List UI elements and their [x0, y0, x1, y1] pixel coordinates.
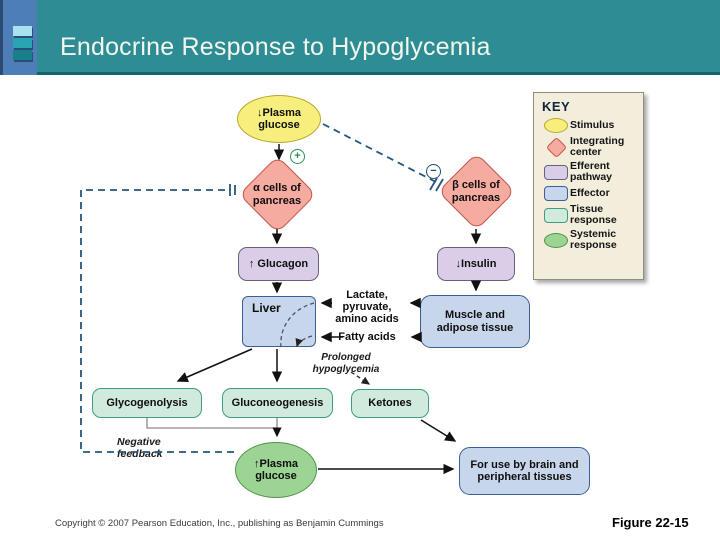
- node-muscle-adipose: Muscle and adipose tissue: [420, 295, 530, 348]
- effector-rect-icon: [544, 186, 568, 201]
- node-plasma-glucose-high: ↑Plasma glucose: [235, 442, 317, 498]
- legend-item-systemic-response: Systemic response: [542, 229, 637, 251]
- logo-bar-icon: [13, 26, 32, 36]
- copyright-text: Copyright © 2007 Pearson Education, Inc.…: [55, 518, 384, 529]
- legend-item-effector: Effector: [542, 186, 637, 201]
- inhibitory-minus-icon: −: [426, 164, 441, 179]
- slide-header: Endocrine Response to Hypoglycemia: [0, 0, 720, 75]
- slide-title: Endocrine Response to Hypoglycemia: [60, 33, 491, 61]
- node-alpha-cells-label: α cells of pancreas: [252, 182, 302, 207]
- legend-title: KEY: [542, 99, 571, 114]
- integrating-center-diamond-icon: [545, 136, 567, 158]
- node-beta-cells-label: β cells of pancreas: [451, 179, 501, 204]
- node-glycogenolysis: Glycogenolysis: [92, 388, 202, 418]
- node-gluconeogenesis: Gluconeogenesis: [222, 388, 333, 418]
- tissue-response-rect-icon: [544, 207, 568, 223]
- publisher-logo: [0, 0, 37, 75]
- node-glucagon: ↑ Glucagon: [238, 247, 319, 281]
- legend-item-integrating-center: Integrating center: [542, 136, 637, 158]
- efferent-pathway-rect-icon: [544, 164, 568, 180]
- node-insulin: ↓Insulin: [437, 247, 515, 281]
- logo-bar-icon: [13, 38, 32, 48]
- legend-item-tissue-response: Tissue response: [542, 204, 637, 226]
- logo-bar-icon: [13, 50, 32, 60]
- node-ketones: Ketones: [351, 389, 429, 418]
- legend-item-stimulus: Stimulus: [542, 118, 637, 133]
- legend-key-box: KEY Stimulus Integrating center Efferent…: [533, 92, 644, 280]
- figure-number: Figure 22-15: [612, 515, 689, 530]
- label-negative-feedback: Negative feedback: [117, 436, 163, 460]
- legend-item-efferent-pathway: Efferent pathway: [542, 161, 637, 183]
- label-lactate-pyruvate-amino-acids: Lactate, pyruvate, amino acids: [335, 289, 399, 325]
- label-fatty-acids: Fatty acids: [338, 331, 396, 343]
- node-liver: Liver: [242, 296, 316, 347]
- node-plasma-glucose-low: ↓Plasma glucose: [237, 95, 321, 143]
- node-brain-peripheral-tissues: For use by brain and peripheral tissues: [459, 447, 590, 495]
- systemic-response-ellipse-icon: [544, 232, 568, 248]
- stimulus-ellipse-icon: [544, 118, 568, 133]
- stimulatory-plus-icon: +: [290, 149, 305, 164]
- label-prolonged-hypoglycemia: Prolonged hypoglycemia: [312, 352, 380, 375]
